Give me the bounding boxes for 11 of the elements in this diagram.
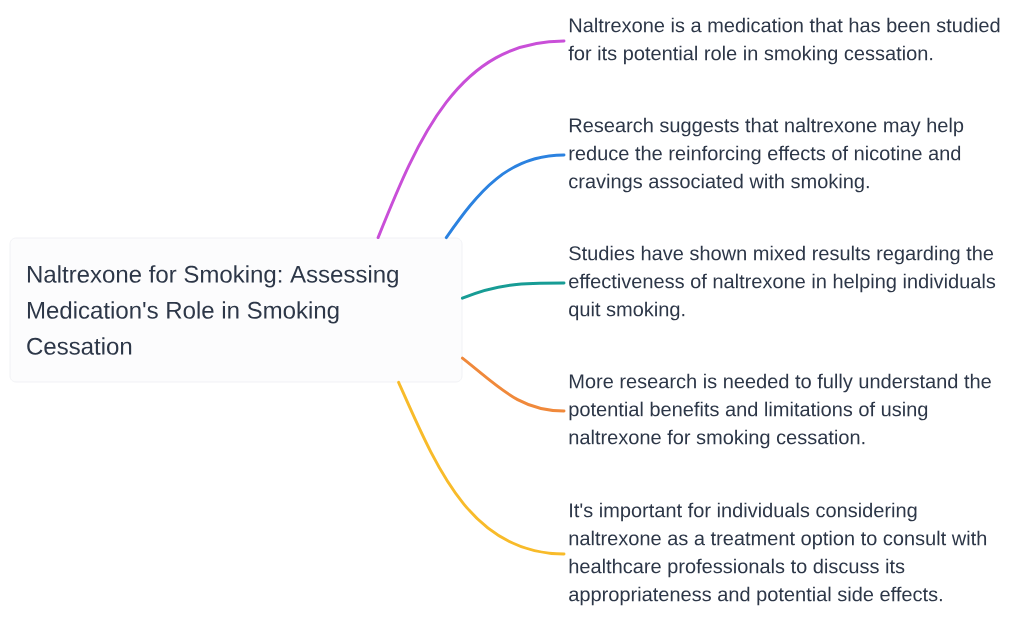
note-text: Research suggests that naltrexone may help reduce the reinforcing effects of nicotine and cravings associated with smoking. xyxy=(569,117,964,193)
branch-curve xyxy=(376,39,566,240)
note-text: Studies have shown mixed results regarding the effectiveness of naltrexone in helping individuals quit smoking. xyxy=(569,245,996,321)
branch-curve xyxy=(444,153,566,240)
branch-curve xyxy=(460,356,566,413)
note-text: Naltrexone is a medication that has been studied for its potential role in smoking cessation. xyxy=(568,17,1000,65)
note-text: More research is needed to fully understand the potential benefits and limitations of using naltrexone for smoking cessation. xyxy=(569,373,991,449)
branch-curve xyxy=(460,281,566,300)
topic-box: Naltrexone for Smoking: Assessing Medication's Role in Smoking Cessation xyxy=(9,237,463,383)
branch-curve xyxy=(397,380,566,556)
note-text: It's important for individuals considering naltrexone as a treatment option to consult with healthcare professionals to discuss its appropriateness and potential side effects. xyxy=(569,502,987,606)
